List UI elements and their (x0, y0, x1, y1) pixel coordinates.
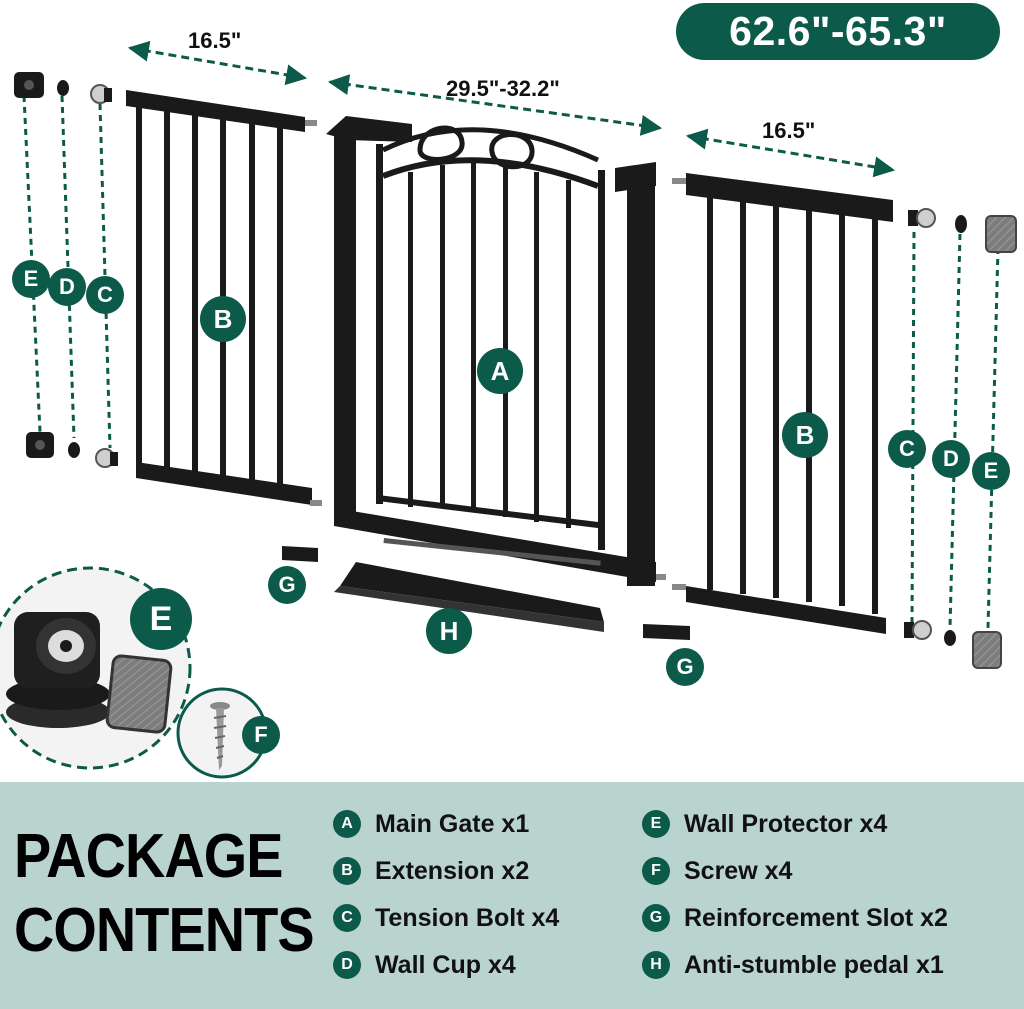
package-title-line1: PACKAGE (14, 822, 283, 891)
package-item-letter: E (642, 810, 670, 838)
package-item-label: Main Gate x1 (375, 809, 530, 838)
package-title-line2: CONTENTS (14, 896, 315, 965)
package-item-c: C Tension Bolt x4 (333, 901, 559, 935)
package-item-label: Reinforcement Slot x2 (684, 903, 948, 932)
package-contents-panel: PACKAGE CONTENTS A Main Gate x1 B Extens… (0, 782, 1024, 1009)
badge-e-right: E (972, 452, 1010, 490)
package-item-f: F Screw x4 (642, 854, 792, 888)
left-extension-width-label: 16.5" (188, 28, 242, 53)
badge-f-inset: F (242, 716, 280, 754)
badge-b-left: B (200, 296, 246, 342)
gate-exploded-drawing (0, 40, 1017, 779)
package-item-letter: B (333, 857, 361, 885)
package-item-label: Extension x2 (375, 856, 530, 885)
package-item-letter: H (642, 951, 670, 979)
package-item-label: Tension Bolt x4 (375, 903, 560, 932)
package-item-letter: A (333, 810, 361, 838)
badge-c-right: C (888, 430, 926, 468)
main-gate-width-label: 29.5"-32.2" (446, 76, 560, 101)
right-extension-width-label: 16.5" (762, 118, 816, 143)
left-extension-panel (126, 90, 322, 506)
package-item-h: H Anti-stumble pedal x1 (642, 948, 944, 982)
reinforcement-slots (282, 546, 690, 640)
package-item-b: B Extension x2 (333, 854, 529, 888)
dimension-lines (127, 40, 896, 178)
badge-c-left: C (86, 276, 124, 314)
package-item-letter: D (333, 951, 361, 979)
total-width-badge: 62.6"-65.3" (676, 3, 1000, 60)
screw-inset (176, 687, 268, 779)
package-item-g: G Reinforcement Slot x2 (642, 901, 948, 935)
package-item-label: Screw x4 (684, 856, 793, 885)
main-gate (326, 116, 666, 586)
badge-a: A (477, 348, 523, 394)
badge-g-left: G (268, 566, 306, 604)
badge-d-left: D (48, 268, 86, 306)
badge-e-inset: E (130, 588, 192, 650)
package-item-a: A Main Gate x1 (333, 807, 529, 841)
package-item-letter: G (642, 904, 670, 932)
badge-g-right: G (666, 648, 704, 686)
right-extension-panel (672, 173, 893, 634)
badge-b-right: B (782, 412, 828, 458)
package-item-letter: C (333, 904, 361, 932)
package-item-label: Wall Protector x4 (684, 809, 888, 838)
badge-e-left: E (12, 260, 50, 298)
package-item-letter: F (642, 857, 670, 885)
anti-stumble-pedal (334, 562, 604, 632)
right-hardware (904, 208, 1017, 669)
package-item-d: D Wall Cup x4 (333, 948, 516, 982)
badge-d-right: D (932, 440, 970, 478)
badge-h: H (426, 608, 472, 654)
package-item-label: Anti-stumble pedal x1 (684, 950, 944, 979)
package-item-label: Wall Cup x4 (375, 950, 516, 979)
package-item-e: E Wall Protector x4 (642, 807, 887, 841)
